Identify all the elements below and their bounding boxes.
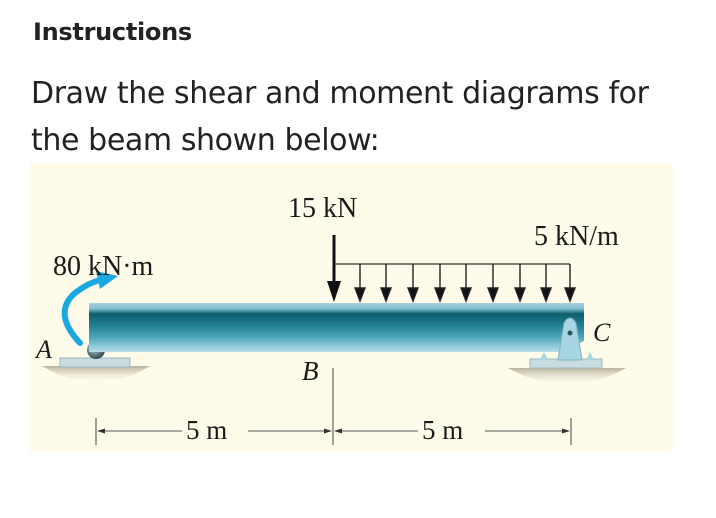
pin-support-c: [557, 317, 583, 361]
dimension-ab-label: 5 m: [186, 415, 228, 445]
problem-prompt: Draw the shear and moment diagrams for t…: [31, 76, 649, 158]
ground-a: [42, 366, 150, 382]
point-c-label: C: [593, 318, 611, 347]
dimension-lines: [95, 368, 572, 445]
point-b-label: B: [302, 356, 319, 386]
ground-c: [508, 368, 626, 385]
beam-diagram-graphic: [42, 235, 626, 445]
point-a-label: A: [36, 335, 52, 364]
dimension-bc-label: 5 m: [422, 415, 464, 445]
distributed-load-label: 5 kN/m: [534, 221, 619, 252]
beam: [89, 303, 584, 352]
couple-moment-arrow: [61, 277, 103, 346]
couple-moment-label: 80 kN·m: [53, 251, 154, 282]
beam-figure: 15 kN 5 kN/m 80 kN·m A B C 5 m 5 m: [30, 163, 673, 452]
point-load-label: 15 kN: [288, 193, 358, 224]
distributed-load-arrows: [353, 264, 577, 303]
point-load-arrow: [327, 281, 341, 302]
instructions-heading: Instructions: [33, 18, 192, 46]
